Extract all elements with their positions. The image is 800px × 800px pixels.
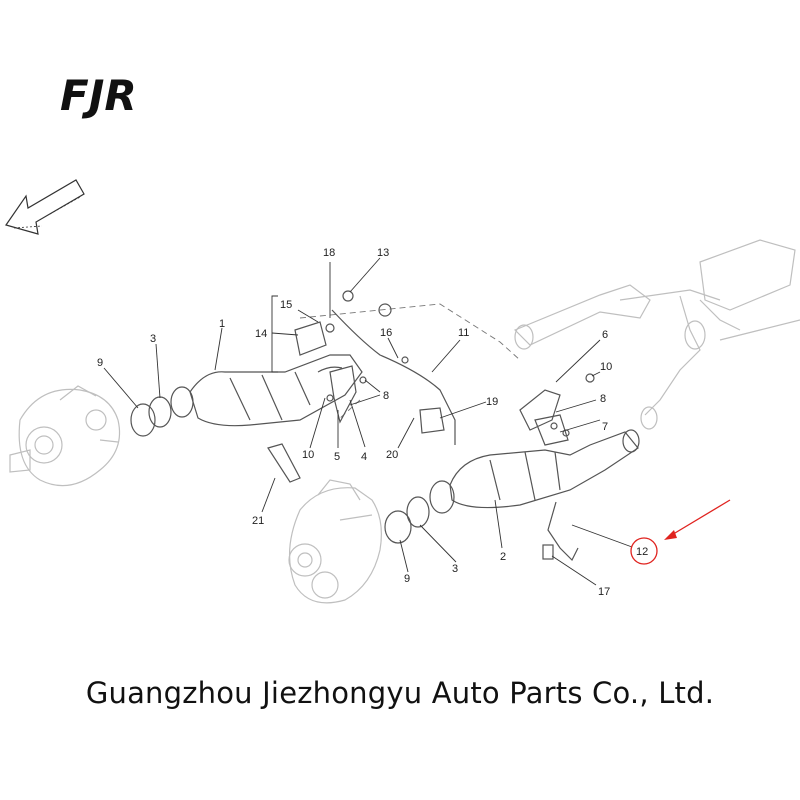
left-turbocharger: [9, 385, 121, 487]
callout-12: 12: [636, 546, 648, 558]
callout-9: 9: [404, 573, 410, 585]
callout-17: 17: [598, 586, 610, 598]
catalytic-converter-2: [449, 429, 640, 509]
callout-13: 13: [377, 247, 389, 259]
leader-lines: [103, 257, 633, 586]
callout-3: 3: [452, 563, 458, 575]
callout-20: 20: [386, 449, 398, 461]
callout-1: 1: [219, 318, 225, 330]
callout-3: 3: [150, 333, 156, 345]
callout-8: 8: [383, 390, 389, 402]
callout-5: 5: [334, 451, 340, 463]
callout-11: 11: [458, 327, 469, 339]
front-arrow-icon: [5, 179, 85, 235]
callout-18: 18: [323, 247, 335, 259]
highlight-circle: [630, 537, 658, 565]
callout-7: 7: [602, 421, 608, 433]
brackets-and-sensors: [267, 290, 595, 562]
callout-2: 2: [500, 551, 506, 563]
callout-16: 16: [380, 327, 392, 339]
right-turbocharger: [288, 479, 382, 604]
callout-19: 19: [486, 396, 498, 408]
rear-exhaust-assembly: [513, 239, 800, 430]
callout-21: 21: [252, 515, 264, 527]
fjr-logo-icon: FJR: [60, 71, 137, 120]
highlight-arrow-icon: [664, 499, 731, 540]
callout-10: 10: [600, 361, 612, 373]
callout-14: 14: [255, 328, 267, 340]
callout-8: 8: [600, 393, 606, 405]
company-name: Guangzhou Jiezhongyu Auto Parts Co., Ltd…: [85, 676, 715, 710]
svg-text:FJR: FJR: [60, 71, 137, 120]
callout-10: 10: [302, 449, 314, 461]
catalytic-converter-1: [189, 354, 363, 427]
callout-6: 6: [602, 329, 608, 341]
callout-4: 4: [361, 451, 367, 463]
callout-15: 15: [280, 299, 292, 311]
callout-numbers: 1 2 3 3 4 5 6 7 8 8 9 9 10 10 11 12 13 1…: [97, 247, 731, 598]
callout-9: 9: [97, 357, 103, 369]
